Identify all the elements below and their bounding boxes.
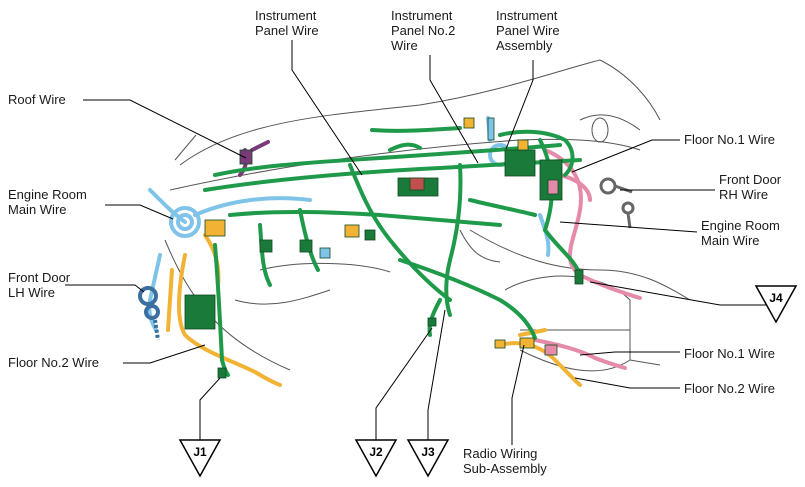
label-instrument-panel-wire-assembly: Instrument Panel Wire Assembly: [496, 8, 560, 53]
label-front-door-lh-wire: Front Door LH Wire: [8, 270, 71, 300]
junction-j2-label: J2: [369, 445, 383, 459]
instrument-panel-harness: [203, 126, 582, 377]
label-radio-wiring-sub-assembly: Radio Wiring Sub-Assembly: [463, 446, 547, 476]
junction-j1: J1: [178, 439, 222, 478]
front-door-rh-connector: [599, 177, 635, 229]
connector-blocks: [184, 117, 584, 379]
junction-j3-label: J3: [421, 445, 435, 459]
leader-lines: [65, 40, 766, 445]
junction-j4-label: J4: [769, 291, 783, 305]
label-instrument-panel-no2-wire: Instrument Panel No.2 Wire: [391, 8, 456, 53]
label-floor-no1-wire-bottom: Floor No.1 Wire: [684, 346, 776, 361]
label-floor-no2-wire-left: Floor No.2 Wire: [8, 355, 100, 370]
junction-j1-label: J1: [193, 445, 207, 459]
label-floor-no2-wire-right: Floor No.2 Wire: [684, 381, 776, 396]
label-roof-wire: Roof Wire: [8, 92, 66, 107]
junction-j4: J4: [754, 285, 798, 324]
label-instrument-panel-wire: Instrument Panel Wire: [255, 8, 319, 38]
front-door-lh-connector: [138, 286, 160, 341]
label-floor-no1-wire-top: Floor No.1 Wire: [684, 132, 776, 147]
label-engine-room-main-wire-right: Engine Room Main Wire: [701, 218, 780, 248]
junction-j3: J3: [406, 439, 450, 478]
floor-no2-harness-right: [498, 328, 582, 387]
label-front-door-rh-wire: Front Door RH Wire: [719, 172, 782, 202]
junction-j2: J2: [354, 439, 398, 478]
label-engine-room-main-wire-left: Engine Room Main Wire: [8, 187, 87, 217]
